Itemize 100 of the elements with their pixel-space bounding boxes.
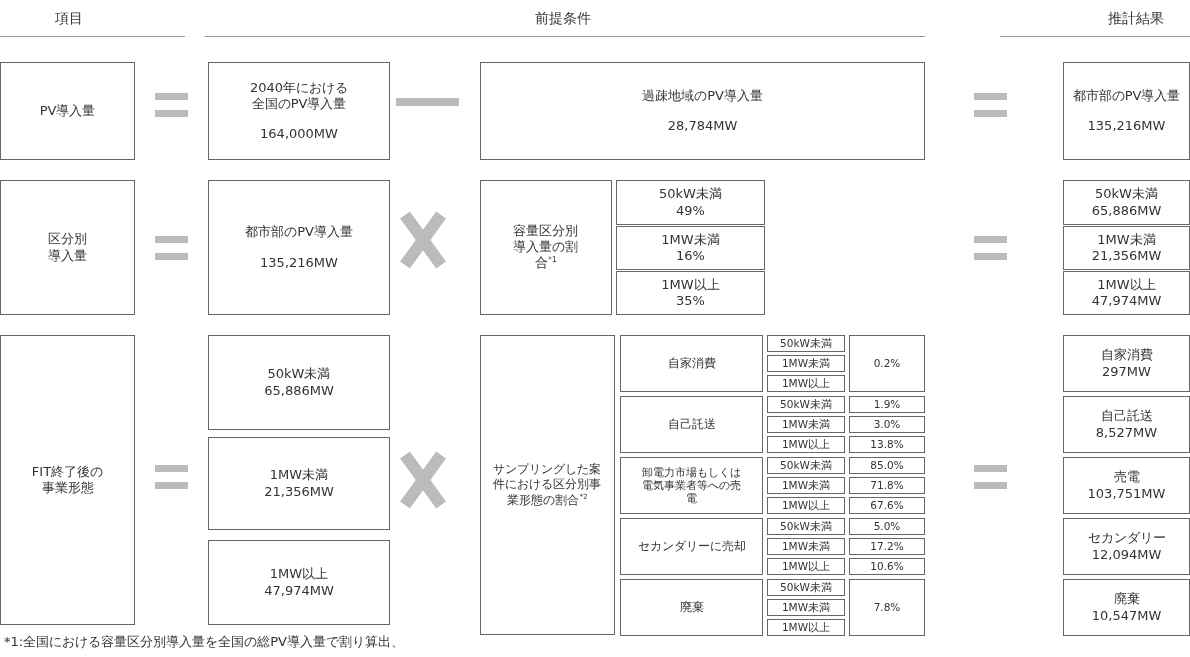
value-text: 65,886MW [1091,202,1162,219]
item-label: 自家消費 [667,356,716,371]
value-text: 21,356MW [264,483,334,500]
table-box [480,335,615,635]
item-label: 1MW以上 [661,276,720,293]
table-box [1063,226,1190,270]
item-label: PV導入量 [39,102,96,120]
table-box [849,538,925,555]
item-label: 1MW以上 [781,437,831,452]
item-label: 67.6% [870,498,904,513]
value-text: 16% [676,248,705,265]
value-text: 65,886MW [264,382,334,399]
table-box [208,335,390,430]
item-label: 1MW未満 [781,356,831,371]
item-label: 自己託送 [1100,408,1153,425]
table-box [480,180,612,315]
item-label: 50kW未満 [780,519,832,534]
value-text: 103,751MW [1087,485,1166,502]
item-label: 50kW未満 [780,336,832,351]
item-label: 1MW以上 [269,566,329,583]
item-label: 廃棄 [1113,591,1140,608]
table-box [620,579,763,636]
item-label: 50kW未満 [780,397,832,412]
table-box [767,619,845,636]
table-box [767,355,845,372]
item-label: 1MW未満 [269,467,329,484]
table-box [849,396,925,413]
column-heading: 項目 [55,10,83,28]
value-text: 10,547MW [1091,607,1162,624]
item-label: 3.0% [873,417,901,432]
value-text: 21,356MW [1091,248,1162,265]
value-text: 135,216MW [1087,118,1166,135]
item-label: 5.0% [873,519,901,534]
value-text: 28,784MW [667,118,738,135]
item-label: 区分別導入量 [48,231,87,264]
table-box [1063,180,1190,225]
table-box [767,477,845,494]
table-box [0,180,135,315]
table-box [0,62,135,160]
item-label: 1MW未満 [781,478,831,493]
table-box [849,497,925,514]
value-text: 47,974MW [1091,293,1162,310]
item-label: 1MW未満 [1097,231,1156,248]
item-label: 容量区分別導入量の割合$^{*1}$ [512,222,580,273]
table-box [1063,579,1190,636]
table-box [849,335,925,392]
item-label: 1MW以上 [781,376,831,391]
value-text: 12,094MW [1091,546,1162,563]
item-label: 1MW未満 [781,600,831,615]
table-box [1063,271,1190,315]
table-box [1063,396,1190,453]
table-box [767,375,845,392]
value-text: 47,974MW [264,582,334,599]
item-label: 7.8% [873,600,901,615]
item-label: 2040年における全国のPV導入量 [248,79,350,113]
table-box [1063,518,1190,575]
table-box [1063,335,1190,392]
footnote: *1:全国における容量区分別導入量を全国の総PV導入量で割り算出、 [4,633,404,651]
table-box [208,180,390,315]
item-label: 71.8% [870,478,904,493]
table-box [767,457,845,474]
table-box [208,540,390,625]
table-box [849,457,925,474]
item-label: セカンダリーに売却 [637,539,746,554]
table-box [480,62,925,160]
item-label: 13.8% [870,437,904,452]
table-box [616,180,765,225]
item-label: 50kW未満 [659,186,722,203]
value-text: 49% [676,202,705,219]
item-label: 1MW以上 [781,620,831,635]
item-label: 1MW未満 [661,231,720,248]
table-box [0,335,135,625]
item-label: 1MW未満 [781,417,831,432]
table-box [767,416,845,433]
column-heading: 前提条件 [535,10,591,28]
item-label: 50kW未満 [267,366,331,383]
table-box [849,477,925,494]
item-label: 1MW以上 [781,498,831,513]
table-box [767,579,845,596]
item-label: 1MW以上 [1097,276,1156,293]
item-label: 50kW未満 [780,458,832,473]
item-label: セカンダリー [1087,530,1166,547]
item-label: 自家消費 [1100,347,1153,364]
item-label: 1MW未満 [781,539,831,554]
item-label: 1.9% [873,397,901,412]
table-box [849,579,925,636]
table-box [767,436,845,453]
table-box [616,226,765,270]
table-box [620,335,763,392]
value-text: 297MW [1102,363,1151,380]
value-text: 135,216MW [260,254,338,271]
table-box [767,335,845,352]
table-box [767,396,845,413]
table-box [620,457,763,514]
item-label: サンプリングした案件における区分別事業形態の割合$^{*2}$ [492,462,603,508]
item-label: 自己託送 [667,417,716,432]
table-box [1063,62,1190,160]
table-box [620,396,763,453]
table-box [767,538,845,555]
item-label: 17.2% [870,539,904,554]
